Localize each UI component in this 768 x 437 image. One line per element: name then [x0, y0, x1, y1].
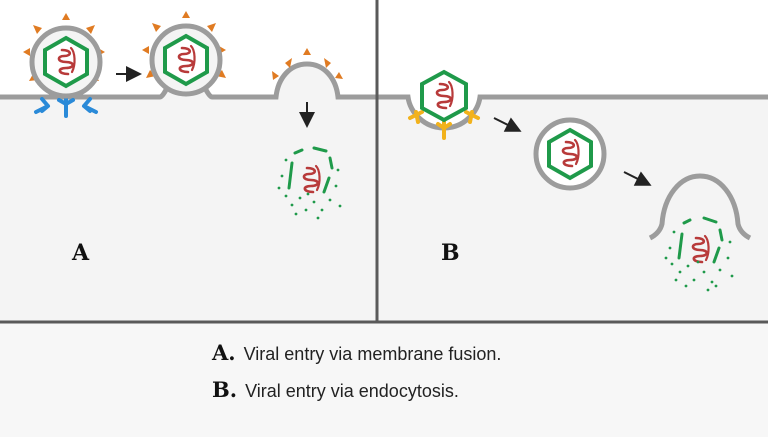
opened-endosome — [648, 173, 752, 241]
legend-item-a: A. Viral entry via membrane fusion. — [212, 340, 501, 365]
virus-a-fusing — [142, 11, 226, 97]
legend-text: Viral entry via membrane fusion. — [243, 344, 502, 364]
released-genome-a — [277, 146, 342, 220]
fused-envelope-spikes — [272, 48, 343, 80]
panel-label-b: B — [441, 240, 460, 266]
cell-a-cytoplasm — [0, 64, 376, 322]
legend-key: B. — [212, 377, 238, 402]
receptor-icons — [34, 97, 98, 118]
cell-b-cytoplasm — [378, 97, 768, 322]
virus-a-docking — [23, 13, 105, 118]
released-genome-b — [648, 173, 752, 292]
endosome — [533, 117, 607, 191]
legend-text: Viral entry via endocytosis. — [245, 381, 459, 401]
panel-label-a: A — [72, 240, 90, 266]
arrow-icon — [623, 171, 652, 186]
arrow-icon — [493, 117, 522, 132]
virus-b-entering — [408, 69, 480, 140]
legend-key: A. — [212, 340, 236, 365]
receptor-icons — [408, 110, 480, 140]
legend-item-b: B. Viral entry via endocytosis. — [212, 377, 459, 402]
